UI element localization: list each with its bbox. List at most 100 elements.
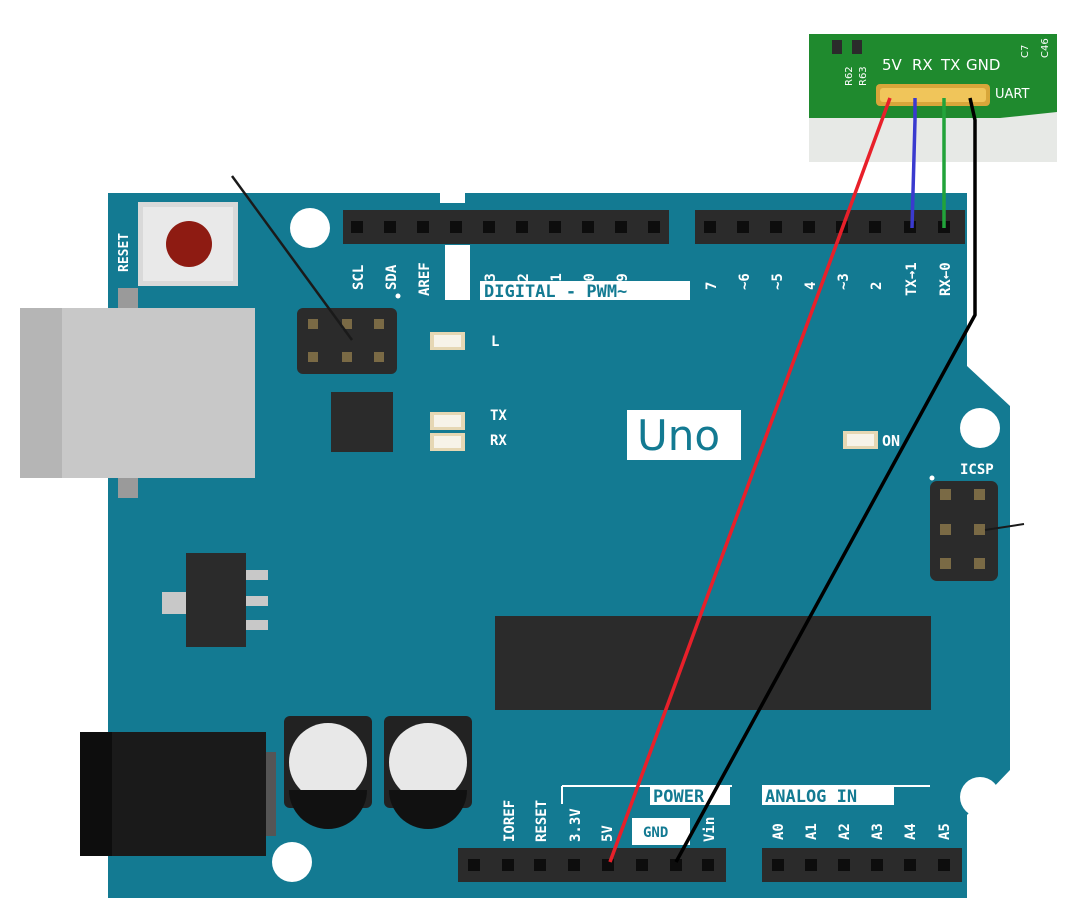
power-pin — [502, 859, 514, 871]
icsp-pin1-dot — [929, 475, 935, 481]
usb-connector — [20, 288, 255, 498]
analog-pin-label: A0 — [771, 823, 787, 840]
analog-pin — [904, 859, 916, 871]
usb-icsp-header — [297, 308, 397, 374]
power-header — [458, 848, 726, 882]
analog-pin — [805, 859, 817, 871]
analog-pin-label: A5 — [937, 823, 953, 840]
module-component-label: R63 — [858, 66, 869, 86]
sda-dot — [395, 293, 401, 299]
led-l — [430, 332, 465, 350]
analog-header — [762, 848, 962, 882]
gnd-tag: GND — [643, 825, 668, 841]
module-pin-label: TX — [940, 56, 960, 74]
wire — [608, 97, 892, 863]
pointer-line — [230, 175, 354, 341]
wire — [910, 98, 917, 229]
module-pin-label: GND — [966, 56, 1000, 74]
digital-pin — [904, 221, 916, 233]
digital-pin-label: 7 — [704, 282, 720, 290]
gnd-tag-box — [632, 818, 690, 845]
gnd-label-box — [445, 245, 470, 300]
analog-pin-label: A4 — [903, 823, 919, 840]
capacitor — [384, 716, 472, 829]
digital-pin — [615, 221, 627, 233]
module-pin-label: RX — [912, 56, 933, 74]
digital-pin-label: RX←0 — [938, 262, 954, 296]
power-pin — [636, 859, 648, 871]
analog-pin — [938, 859, 950, 871]
power-pin — [568, 859, 580, 871]
digital-pin — [803, 221, 815, 233]
digital-pin — [549, 221, 561, 233]
module-uart-label: UART — [995, 87, 1029, 102]
digital-pin-label: ~6 — [737, 273, 753, 290]
digital-pin-label: 4 — [803, 282, 819, 290]
mounting-hole — [290, 208, 330, 248]
analog-banner-box — [762, 786, 894, 805]
led-tx — [430, 412, 465, 430]
digital-pin — [417, 221, 429, 233]
digital-pin-label: ~3 — [836, 273, 852, 290]
digital-banner-box — [480, 281, 690, 300]
power-banner: POWER — [653, 787, 705, 807]
led-rx — [430, 433, 465, 451]
microcontroller-chip — [495, 616, 931, 710]
power-pin-label: 3.3V — [568, 808, 584, 842]
analog-pin — [772, 859, 784, 871]
voltage-regulator — [162, 553, 268, 647]
digital-pin — [351, 221, 363, 233]
digital-pin — [582, 221, 594, 233]
reset-button[interactable] — [138, 202, 238, 286]
power-pin-label: IOREF — [502, 800, 518, 842]
model-label-box — [627, 410, 741, 460]
module-component-label: C46 — [1040, 38, 1051, 58]
led-tx-label: TX — [490, 408, 507, 424]
mounting-hole — [960, 777, 1000, 817]
digital-pin — [516, 221, 528, 233]
icsp-header — [930, 481, 998, 581]
dc-power-jack — [80, 732, 276, 856]
mounting-hole — [960, 408, 1000, 448]
digital-banner: DIGITAL - PWM~ — [484, 282, 627, 302]
power-pin-label: RESET — [534, 800, 550, 842]
digital-pin-label: AREF — [417, 262, 433, 296]
analog-banner: ANALOG IN — [765, 787, 857, 807]
analog-pin-label: A2 — [837, 823, 853, 840]
capacitor — [284, 716, 372, 829]
digital-pin-label: TX→1 — [904, 262, 920, 296]
digital-pin — [384, 221, 396, 233]
power-pin — [534, 859, 546, 871]
power-pin-label: Vin — [702, 817, 718, 842]
digital-pin — [770, 221, 782, 233]
digital-pin-label: ~5 — [770, 273, 786, 290]
model-label: Uno — [637, 411, 720, 460]
mounting-hole — [272, 842, 312, 882]
digital-pin — [737, 221, 749, 233]
digital-pin-label: 2 — [869, 282, 885, 290]
analog-pin — [871, 859, 883, 871]
module-component-label: R62 — [844, 66, 855, 86]
uart-module — [809, 34, 1057, 162]
digital-pin-label: SDA — [384, 264, 400, 290]
icsp-label: ICSP — [960, 462, 994, 478]
reset-label: RESET — [117, 233, 132, 272]
digital-pin-label: SCL — [351, 265, 367, 290]
analog-pin-label: A3 — [870, 823, 886, 840]
led-l-label: L — [491, 334, 499, 350]
analog-pin-label: A1 — [804, 823, 820, 840]
digital-pin — [704, 221, 716, 233]
analog-pin — [838, 859, 850, 871]
pointer-line — [984, 523, 1025, 531]
module-pin-label: 5V — [882, 56, 903, 74]
digital-pin — [869, 221, 881, 233]
power-pin-label: 5V — [600, 825, 616, 842]
power-pin — [702, 859, 714, 871]
digital-pin — [648, 221, 660, 233]
digital-pin — [483, 221, 495, 233]
led-on-label: ON — [882, 432, 900, 450]
wire — [674, 97, 977, 863]
led-rx-label: RX — [490, 433, 507, 449]
power-pin — [468, 859, 480, 871]
